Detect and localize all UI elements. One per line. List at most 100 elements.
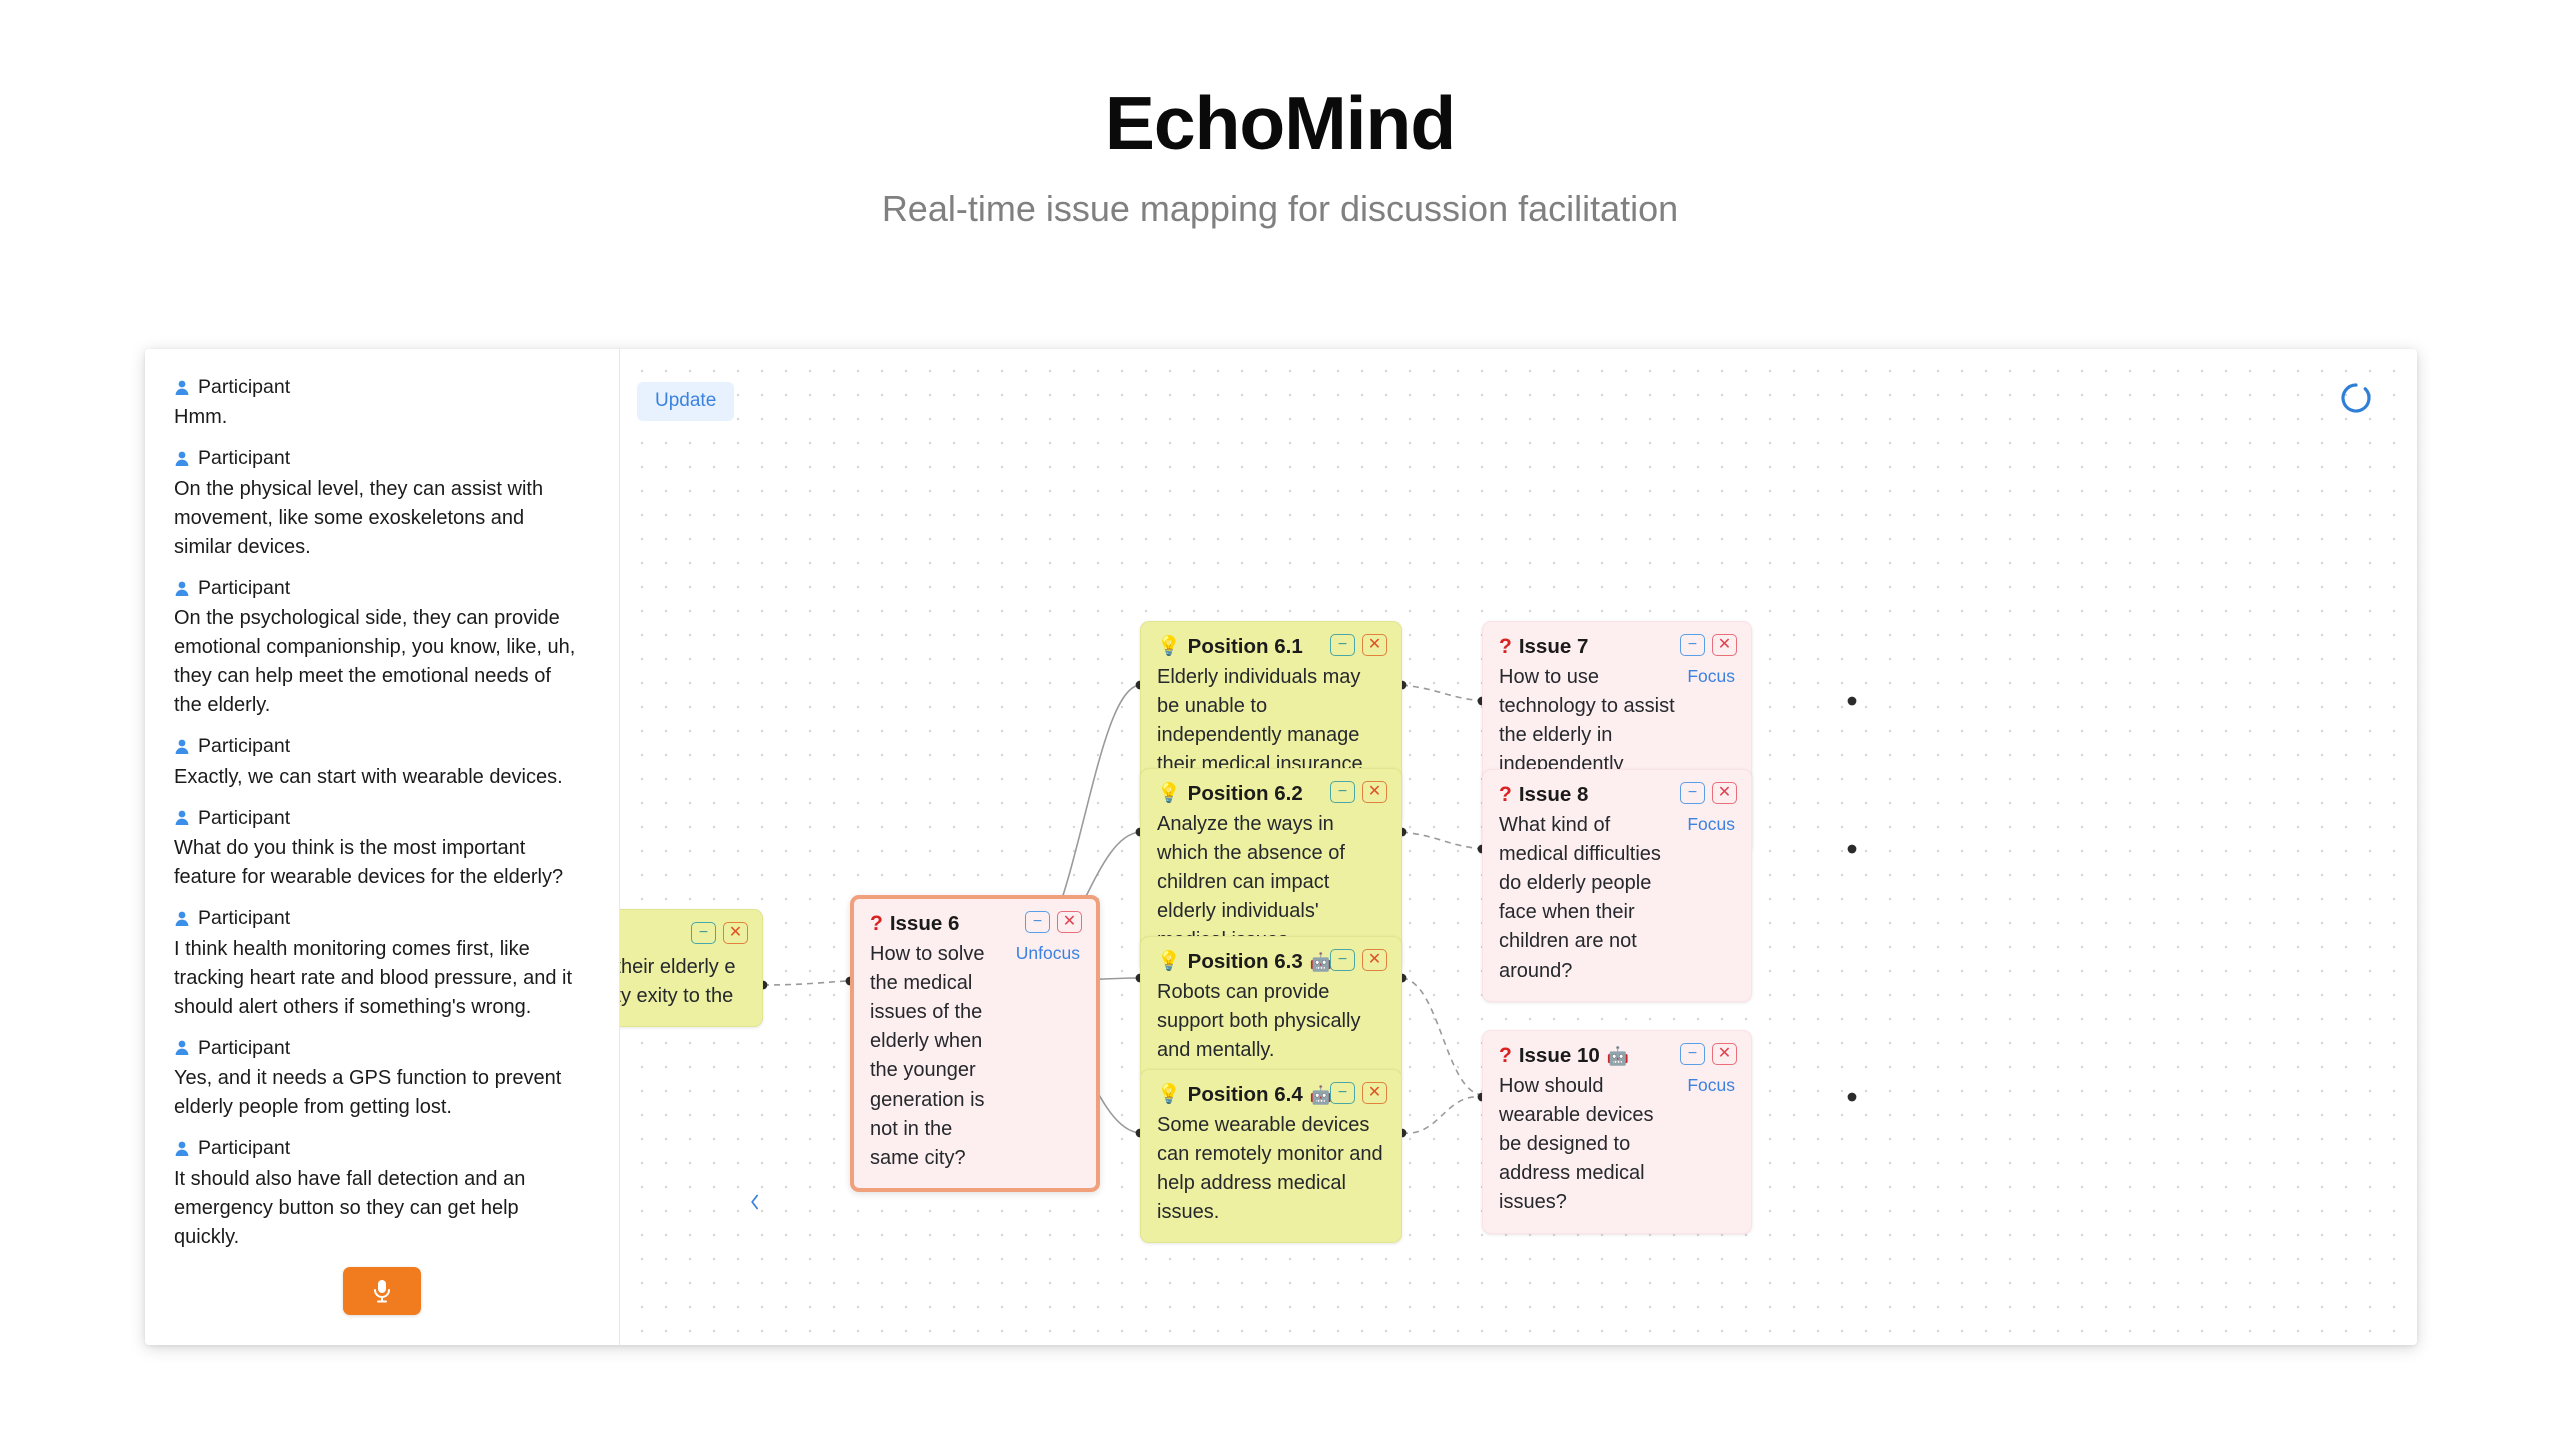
speaker-name: Participant bbox=[198, 447, 291, 470]
close-icon[interactable]: ✕ bbox=[1712, 634, 1737, 656]
person-icon bbox=[175, 739, 189, 755]
unfocus-link[interactable]: Unfocus bbox=[1015, 942, 1080, 963]
speaker-row: Participant bbox=[173, 1137, 583, 1159]
edge-dashed bbox=[762, 980, 851, 986]
node-title: Issue 8 bbox=[1518, 783, 1589, 806]
node-header: 💡 Position 6.4 🤖 bbox=[1157, 1083, 1385, 1107]
utterance-text: Yes, and it needs a GPS function to prev… bbox=[174, 1067, 562, 1119]
node-body: How to solve the medical issues of the e… bbox=[870, 940, 1080, 1174]
microphone-button[interactable] bbox=[343, 1267, 421, 1315]
node-position-clipped[interactable]: −✕tion being in their elderly e issue of… bbox=[620, 909, 763, 1028]
focus-link[interactable]: Focus bbox=[1687, 665, 1735, 686]
focus-link[interactable]: Focus bbox=[1687, 813, 1735, 834]
person-icon bbox=[175, 811, 189, 826]
transcript-entry: Participant On the psychological side, th… bbox=[173, 577, 583, 720]
node-header: 💡 Position 6.1 bbox=[1157, 635, 1385, 659]
close-icon[interactable]: ✕ bbox=[1362, 781, 1387, 803]
node-position-6-4[interactable]: −✕ 💡 Position 6.4 🤖 Some wearable devices ca… bbox=[1140, 1069, 1402, 1244]
person-icon bbox=[175, 380, 189, 395]
node-header: ?Issue 10🤖 bbox=[1499, 1044, 1735, 1068]
node-header: 💡Position 6.3🤖 bbox=[1157, 950, 1385, 974]
speaker-row: Participant bbox=[173, 907, 583, 930]
node-body: How should wearable devices be designed … bbox=[1499, 1072, 1735, 1218]
question-icon: ? bbox=[1499, 1044, 1512, 1068]
person-icon bbox=[175, 581, 189, 596]
person-icon bbox=[175, 911, 189, 926]
node-text: How should wearable devices be designed … bbox=[1499, 1074, 1654, 1214]
microphone-icon bbox=[374, 1280, 390, 1303]
edge-dashed bbox=[1401, 684, 1483, 702]
lightbulb-icon: 💡 bbox=[1157, 636, 1181, 658]
robot-icon: 🤖 bbox=[1606, 1045, 1630, 1066]
update-button[interactable]: Update bbox=[637, 382, 735, 421]
node-title: Position 6.4 bbox=[1187, 1083, 1303, 1106]
minus-icon[interactable]: − bbox=[1330, 634, 1355, 656]
utterance-text: On the psychological side, they can prov… bbox=[174, 607, 576, 717]
node-title: Issue 7 bbox=[1518, 635, 1589, 658]
utterance-text: Hmm. bbox=[174, 406, 228, 429]
node-controls: −✕ bbox=[1330, 949, 1387, 971]
close-icon[interactable]: ✕ bbox=[723, 922, 748, 944]
node-header: ? Issue 7 bbox=[1499, 635, 1735, 659]
focus-link[interactable]: Focus bbox=[1687, 1074, 1735, 1095]
minus-icon[interactable]: − bbox=[1680, 1043, 1705, 1065]
minus-icon[interactable]: − bbox=[1330, 1082, 1355, 1104]
robot-icon: 🤖 bbox=[1309, 1084, 1333, 1105]
minus-icon[interactable]: − bbox=[1330, 949, 1355, 971]
speaker-name: Participant bbox=[198, 735, 291, 758]
close-icon[interactable]: ✕ bbox=[1712, 1043, 1737, 1065]
speaker-row: Participant bbox=[173, 577, 583, 599]
utterance-text: What do you think is the most important … bbox=[174, 837, 564, 889]
speaker-name: Participant bbox=[198, 806, 291, 829]
node-controls: −✕ bbox=[691, 922, 748, 944]
close-icon[interactable]: ✕ bbox=[1712, 782, 1737, 804]
minus-icon[interactable]: − bbox=[1025, 911, 1050, 933]
close-icon[interactable]: ✕ bbox=[1362, 1082, 1387, 1104]
close-icon[interactable]: ✕ bbox=[1362, 949, 1387, 971]
node-header: 💡 Position 6.2 bbox=[1157, 782, 1385, 806]
speaker-row: Participant bbox=[173, 447, 583, 470]
lightbulb-icon: 💡 bbox=[1157, 951, 1181, 973]
minus-icon[interactable]: − bbox=[1680, 782, 1705, 804]
node-body: Analyze the ways in which the absence of… bbox=[1157, 810, 1385, 956]
chevron-left-icon bbox=[751, 1194, 758, 1210]
speaker-row: Participant bbox=[173, 376, 583, 398]
question-icon: ? bbox=[1499, 783, 1512, 807]
node-controls: −✕ bbox=[1680, 782, 1737, 804]
person-icon bbox=[175, 1141, 189, 1156]
node-controls: −✕ bbox=[1330, 1082, 1387, 1104]
speaker-name: Participant bbox=[198, 907, 291, 930]
question-icon: ? bbox=[1499, 635, 1512, 659]
close-icon[interactable]: ✕ bbox=[1057, 911, 1082, 933]
node-issue-10[interactable]: −✕?Issue 10🤖 How should wearable devices … bbox=[1482, 1030, 1752, 1234]
app-subtitle: Real-time issue mapping for discussion f… bbox=[881, 188, 1679, 229]
utterance-text: On the physical level, they can assist w… bbox=[174, 477, 544, 558]
node-title: Position 6.1 bbox=[1187, 635, 1303, 658]
utterance-text: I think health monitoring comes first, l… bbox=[174, 937, 573, 1018]
minus-icon[interactable]: − bbox=[1330, 781, 1355, 803]
minus-icon[interactable]: − bbox=[691, 922, 716, 944]
node-controls: −✕ bbox=[1680, 634, 1737, 656]
node-position-6-3[interactable]: −✕💡Position 6.3🤖Robots can provide suppo… bbox=[1140, 936, 1402, 1082]
node-text: Some wearable devices can remotely monit… bbox=[1157, 1113, 1383, 1224]
node-title: Position 6.2 bbox=[1187, 782, 1303, 805]
minus-icon[interactable]: − bbox=[1680, 634, 1705, 656]
sidebar-collapse-button[interactable] bbox=[744, 1187, 766, 1217]
mindmap-canvas[interactable]: Update bbox=[620, 349, 2417, 1345]
node-controls: −✕ bbox=[1330, 634, 1387, 656]
lightbulb-icon: 💡 bbox=[1157, 783, 1181, 805]
app-title: EchoMind bbox=[1104, 81, 1456, 165]
lightbulb-icon: 💡 bbox=[1157, 1084, 1181, 1106]
close-icon[interactable]: ✕ bbox=[1362, 634, 1387, 656]
utterance-text: It should also have fall detection and a… bbox=[174, 1167, 526, 1248]
page-header: EchoMind Real-time issue mapping for dis… bbox=[0, 0, 2560, 230]
question-icon: ? bbox=[870, 912, 883, 936]
edge-dashed bbox=[1401, 977, 1483, 1096]
